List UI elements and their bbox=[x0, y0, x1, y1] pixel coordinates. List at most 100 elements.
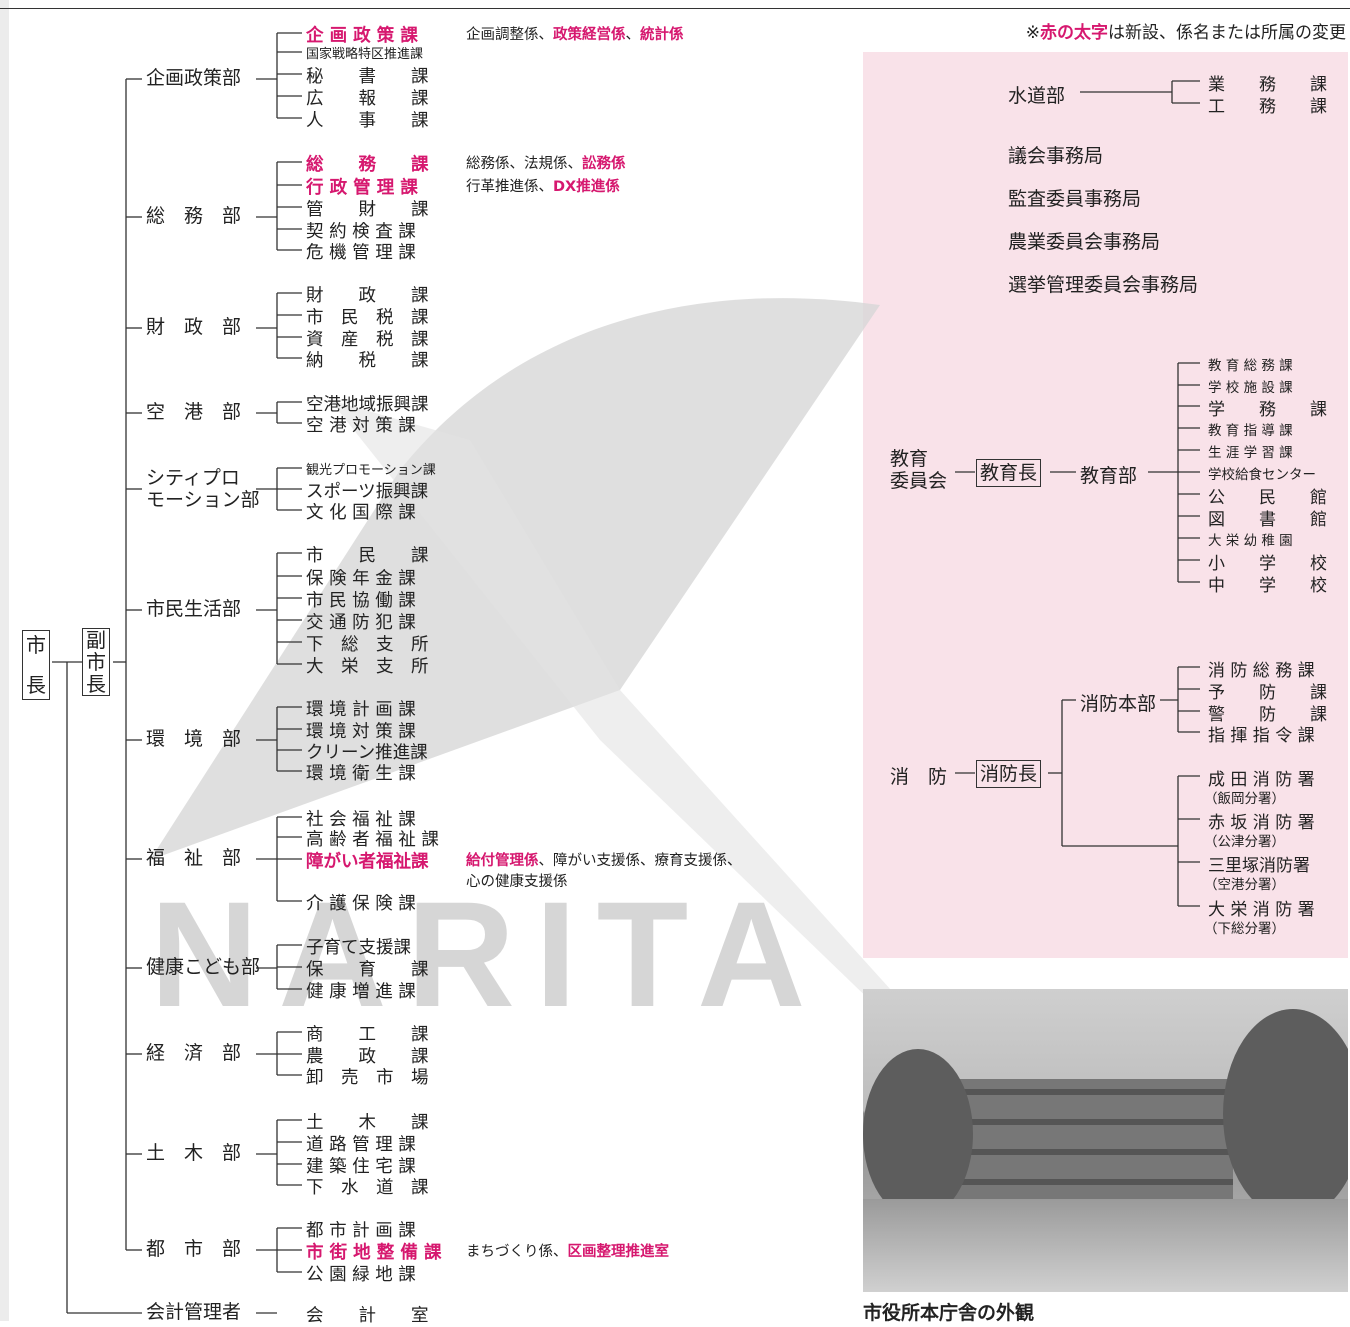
education-board-line: 教育 bbox=[890, 448, 929, 470]
education-section-name: 学 務 課 bbox=[1208, 400, 1327, 420]
education-dept-name: 教育部 bbox=[1080, 465, 1138, 487]
education-section-name: 教 育 指 導 課 bbox=[1208, 423, 1293, 439]
section-name: 管 財 課 bbox=[306, 200, 429, 220]
subunit-new: 区画整理推進室 bbox=[567, 1244, 670, 1260]
fire-hq-section-name: 警 防 課 bbox=[1208, 705, 1327, 725]
section-name: 資 産 税 課 bbox=[306, 330, 429, 350]
top-rule bbox=[0, 8, 1350, 9]
vice-mayor-char: 副 bbox=[86, 628, 106, 652]
department-name: 財 政 部 bbox=[146, 316, 241, 338]
department-name-line: 経 済 部 bbox=[146, 1042, 242, 1064]
department-name: 市民生活部 bbox=[146, 598, 241, 620]
department-name: 土 木 部 bbox=[146, 1142, 241, 1164]
department-name: 経 済 部 bbox=[146, 1042, 241, 1064]
section-name: 総 務 課 bbox=[306, 155, 429, 175]
section-name: 広 報 課 bbox=[306, 89, 429, 109]
other-organs-panel bbox=[863, 52, 1348, 958]
department-name: 企画政策部 bbox=[146, 67, 241, 89]
legend-note: ※赤の太字は新設、係名または所属の変更 bbox=[1026, 18, 1346, 43]
section-name: 道 路 管 理 課 bbox=[306, 1135, 416, 1155]
section-name: 環 境 対 策 課 bbox=[306, 722, 416, 742]
fire-hq-section-name: 指 揮 指 令 課 bbox=[1208, 726, 1315, 746]
education-section-name: 学 校 施 設 課 bbox=[1208, 380, 1293, 396]
education-board: 教育委員会 bbox=[890, 448, 947, 492]
subunit: 、 bbox=[625, 27, 641, 43]
section-name: 市 街 地 整 備 課 bbox=[306, 1243, 442, 1263]
department-name: 健康こども部 bbox=[146, 956, 260, 978]
department-name: シティプロモーション部 bbox=[146, 467, 260, 511]
section-name: 空港地域振興課 bbox=[306, 395, 429, 415]
department-name: 会計管理者 bbox=[146, 1301, 242, 1323]
section-name: 建 築 住 宅 課 bbox=[306, 1157, 416, 1177]
section-name: 公 園 緑 地 課 bbox=[306, 1265, 416, 1285]
water-section-name: 業 務 課 bbox=[1208, 75, 1327, 95]
section-name: 卸 売 市 場 bbox=[306, 1068, 429, 1088]
section-name: 空 港 対 策 課 bbox=[306, 416, 416, 436]
education-section-name: 図 書 館 bbox=[1208, 510, 1327, 530]
education-section-name: 教 育 総 務 課 bbox=[1208, 358, 1293, 374]
department-name-line: 財 政 部 bbox=[146, 316, 242, 338]
section-name: 企 画 政 策 課 bbox=[306, 26, 418, 46]
department-name: 環 境 部 bbox=[146, 728, 241, 750]
section-name: 市 民 税 課 bbox=[306, 308, 429, 328]
left-margin-bar bbox=[0, 0, 9, 1321]
bureau-name: 議会事務局 bbox=[1008, 145, 1104, 167]
subunit-new: 統計係 bbox=[640, 27, 684, 43]
subunit: 行革推進係、 bbox=[466, 179, 553, 195]
fire-branch-name: （下総分署） bbox=[1204, 921, 1285, 937]
department-name-line: 福 祉 部 bbox=[146, 847, 242, 869]
section-name: 社 会 福 祉 課 bbox=[306, 810, 416, 830]
subunit: 、障がい支援係、療育支援係、 bbox=[538, 853, 742, 869]
fire-label: 消 防 bbox=[890, 766, 948, 788]
section-name: 契 約 検 査 課 bbox=[306, 222, 416, 242]
department-name-line: 都 市 部 bbox=[146, 1238, 242, 1260]
section-name: 大 栄 支 所 bbox=[306, 657, 429, 677]
department-name-line: 環 境 部 bbox=[146, 728, 242, 750]
section-name: 下 総 支 所 bbox=[306, 635, 429, 655]
section-name: 財 政 課 bbox=[306, 286, 429, 306]
section-name: 秘 書 課 bbox=[306, 67, 429, 87]
subunit-new: DX推進係 bbox=[553, 179, 620, 195]
section-subunits: 企画調整係、政策経営係、統計係 bbox=[466, 23, 684, 44]
section-name: 環 境 衛 生 課 bbox=[306, 764, 416, 784]
education-head-box: 教育長 bbox=[976, 459, 1042, 487]
department-name: 総 務 部 bbox=[146, 205, 241, 227]
department-name-line: 会計管理者 bbox=[146, 1301, 242, 1323]
section-name: 商 工 課 bbox=[306, 1025, 429, 1045]
section-name: 交 通 防 犯 課 bbox=[306, 613, 416, 633]
department-name-line: モーション部 bbox=[146, 489, 260, 511]
section-subunits-line2: 心の健康支援係 bbox=[466, 874, 568, 890]
fire-branch-name: （空港分署） bbox=[1204, 877, 1285, 893]
subunit: 総務係、法規係、 bbox=[466, 156, 582, 172]
section-name: 環 境 計 画 課 bbox=[306, 700, 416, 720]
section-name: 保 育 課 bbox=[306, 960, 429, 980]
bureau-name: 選挙管理委員会事務局 bbox=[1008, 274, 1199, 296]
vice-mayor-box: 副市長 bbox=[82, 628, 110, 696]
section-name: 都 市 計 画 課 bbox=[306, 1221, 416, 1241]
fire-hq-section-name: 予 防 課 bbox=[1208, 683, 1327, 703]
section-subunits: 総務係、法規係、訟務係 bbox=[466, 152, 626, 173]
fire-hq-section-name: 消 防 総 務 課 bbox=[1208, 661, 1315, 681]
section-name: クリーン推進課 bbox=[306, 743, 428, 763]
fire-head-box: 消防長 bbox=[976, 760, 1042, 788]
bureau-name: 農業委員会事務局 bbox=[1008, 231, 1161, 253]
department-name-line: 総 務 部 bbox=[146, 205, 242, 227]
section-name: スポーツ振興課 bbox=[306, 482, 429, 502]
section-name: 子育て支援課 bbox=[306, 938, 411, 958]
department-name-line: 空 港 部 bbox=[146, 401, 242, 423]
section-name: 障がい者福祉課 bbox=[306, 852, 429, 872]
education-section-name: 学校給食センター bbox=[1208, 467, 1316, 483]
section-name: 行 政 管 理 課 bbox=[306, 178, 418, 198]
subunit-new: 給付管理係 bbox=[466, 853, 539, 869]
education-board-line: 委員会 bbox=[890, 470, 948, 492]
department-name: 空 港 部 bbox=[146, 401, 241, 423]
section-name: 観光プロモーション課 bbox=[306, 463, 436, 478]
subunit-new: 政策経営係 bbox=[553, 27, 626, 43]
fire-branch-name: （飯岡分署） bbox=[1204, 791, 1285, 807]
legend-suffix: は新設、係名または所属の変更 bbox=[1108, 23, 1346, 43]
education-section-name: 中 学 校 bbox=[1208, 576, 1327, 596]
section-name: 人 事 課 bbox=[306, 111, 429, 131]
section-name: 会 計 室 bbox=[306, 1306, 429, 1326]
fire-station-name: 赤 坂 消 防 署 bbox=[1208, 813, 1315, 833]
